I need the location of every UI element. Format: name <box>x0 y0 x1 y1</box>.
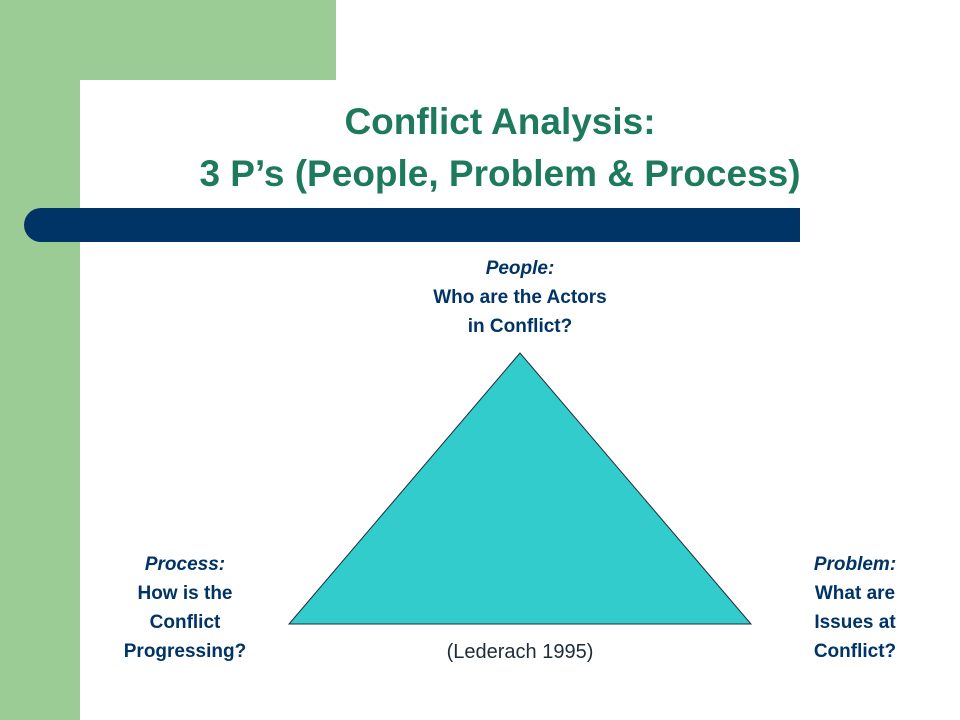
process-heading: Process: <box>144 554 226 575</box>
top-accent-bar <box>80 0 336 80</box>
people-label: People: Who are the Actors in Conflict? <box>360 254 680 341</box>
problem-line-2: Issues at <box>814 612 896 633</box>
process-line-3: Progressing? <box>123 641 247 662</box>
problem-line-3: Conflict? <box>813 641 897 662</box>
process-label: Process: How is the Conflict Progressing… <box>90 550 280 666</box>
citation: (Lederach 1995) <box>446 641 594 663</box>
people-line-1: Who are the Actors <box>433 287 607 308</box>
problem-heading: Problem: <box>813 554 897 575</box>
people-line-2: in Conflict? <box>467 316 573 337</box>
process-line-2: Conflict <box>149 612 221 633</box>
side-accent-bar <box>0 0 80 720</box>
content-corner <box>80 80 200 200</box>
title-line-2: 3 P’s (People, Problem & Process) <box>199 153 801 194</box>
title-underline-bar <box>24 208 800 242</box>
process-line-1: How is the <box>137 583 233 604</box>
problem-line-1: What are <box>814 583 896 604</box>
title-line-1: Conflict Analysis: <box>344 101 656 142</box>
slide-title: Conflict Analysis: 3 P’s (People, Proble… <box>80 96 920 200</box>
conflict-triangle <box>287 352 753 625</box>
problem-label: Problem: What are Issues at Conflict? <box>760 550 950 666</box>
people-heading: People: <box>485 258 555 279</box>
